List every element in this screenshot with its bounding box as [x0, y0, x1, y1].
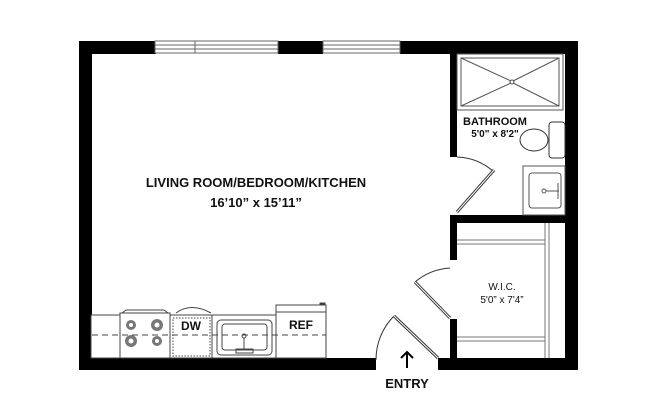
entry-label: ENTRY: [385, 376, 429, 391]
exterior-walls: [79, 41, 578, 370]
wic-shelves: [457, 223, 550, 358]
bathroom-dimensions: 5'0" x 8'2": [471, 129, 519, 140]
wic-door: [413, 267, 452, 320]
refrigerator-label: REF: [289, 318, 313, 332]
kitchen-counter: [90, 302, 327, 359]
living-room-dimensions: 16’10” x 15’11”: [210, 195, 302, 210]
toilet: [519, 121, 566, 159]
entry-arrow-icon: [400, 350, 414, 368]
interior-walls: [450, 50, 570, 364]
bathroom-door: [455, 156, 496, 213]
wic-name: W.I.C.: [488, 282, 516, 293]
bathroom-sink: [522, 165, 566, 216]
entry-door: [375, 314, 440, 361]
dishwasher-label: DW: [181, 319, 201, 333]
bathroom-name: BATHROOM: [463, 116, 527, 128]
range-burners: [125, 319, 163, 347]
shower: [456, 53, 564, 111]
wic-dimensions: 5'0” x 7'4”: [480, 295, 524, 306]
living-room-name: LIVING ROOM/BEDROOM/KITCHEN: [145, 175, 367, 190]
windows: [154, 40, 401, 54]
